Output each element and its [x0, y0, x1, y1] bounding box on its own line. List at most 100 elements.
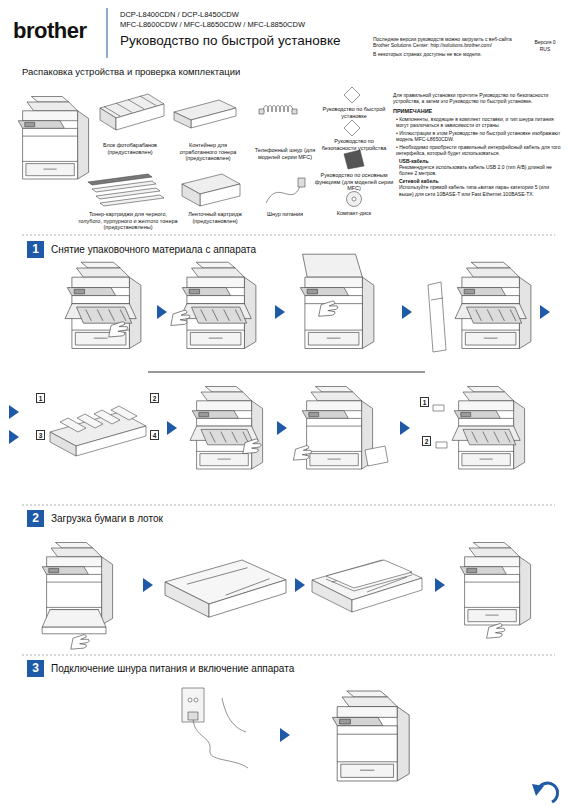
- document-feeder-tray: [473, 543, 510, 549]
- toner-cartridge: [221, 432, 227, 443]
- document-feeder-tray: [196, 262, 235, 268]
- display: [464, 289, 474, 294]
- hand: [293, 446, 311, 461]
- power-outlet-illustration: [182, 688, 248, 768]
- drum-slot: [140, 96, 156, 106]
- printer-illustration: [300, 254, 374, 348]
- item-label: Блок фотобарабанов (предустановлен): [95, 142, 165, 155]
- step-arrow: [9, 430, 19, 444]
- cord-plug: [259, 109, 264, 114]
- step-arrow: [275, 305, 285, 319]
- row-separator: [148, 372, 425, 373]
- document-feeder: [311, 392, 362, 401]
- model-list: MFC-L8600CDW / MFC-L8650CDW / MFC-L8850C…: [120, 20, 370, 29]
- paper-edge: [354, 575, 412, 591]
- printer-illustration: [42, 543, 112, 650]
- seam: [23, 161, 78, 162]
- seam: [465, 607, 520, 608]
- toner-cartridge: [235, 309, 241, 321]
- paper-tray: [465, 332, 516, 345]
- cord-plug: [298, 178, 305, 187]
- printer-illustration: [332, 691, 409, 781]
- scanner: [465, 557, 520, 567]
- step-arrow: [400, 421, 410, 435]
- paper-tray-illustration: [312, 560, 422, 612]
- step-heading: Загрузка бумаги в лоток: [51, 513, 163, 525]
- document-feeder: [201, 392, 252, 401]
- printer-illustration: [460, 543, 530, 639]
- seam: [465, 582, 520, 583]
- control-panel: [332, 717, 382, 725]
- paper-tray: [190, 332, 241, 345]
- seam: [187, 330, 245, 331]
- sheet: [428, 282, 446, 352]
- step-arrow: [143, 578, 153, 592]
- item-label: Контейнер для отработанного тонера (пред…: [170, 142, 246, 162]
- language-code: RUS: [523, 46, 567, 52]
- display: [309, 412, 319, 416]
- document-feeder: [342, 697, 397, 707]
- toner-cartridge: [510, 309, 516, 321]
- drum-unit: [463, 429, 516, 444]
- socket: [188, 698, 192, 702]
- step-arrow: [435, 578, 445, 592]
- step-arrow: [540, 305, 550, 319]
- scanner: [459, 401, 514, 411]
- display: [461, 412, 471, 416]
- item-label: Руководство по быстрой установке: [318, 106, 390, 119]
- drum-unit: [77, 307, 132, 323]
- section-rule: [22, 505, 555, 506]
- scanner: [47, 557, 102, 567]
- display: [467, 568, 477, 572]
- printer-illustration: [455, 262, 531, 348]
- wall-plate: [182, 688, 204, 722]
- display: [199, 412, 209, 416]
- display: [74, 289, 84, 294]
- packing-pieces: [433, 405, 447, 448]
- tray-handle: [360, 770, 374, 771]
- printer-illustration: [65, 262, 141, 348]
- printer-illustration: [190, 387, 263, 470]
- tray-handle: [484, 338, 498, 339]
- control-panel: [300, 288, 348, 296]
- note-heading: ПРИМЕЧАНИЕ: [393, 108, 563, 115]
- belt-unit-illustration: [182, 174, 240, 206]
- scanner: [23, 111, 78, 121]
- box-side: [174, 112, 191, 128]
- display: [340, 719, 351, 724]
- item-label: Руководство по безопасности устройства: [318, 138, 390, 151]
- document-feeder: [51, 548, 102, 557]
- printer-body: [465, 574, 520, 625]
- paper-guide: [187, 568, 248, 585]
- step-arrow: [295, 578, 305, 592]
- tray-handle: [44, 169, 57, 170]
- hand: [319, 301, 338, 316]
- control-panel: [67, 288, 115, 296]
- paper-tray: [462, 454, 510, 466]
- item-label: Руководство по основным функциям (для мо…: [314, 172, 394, 192]
- tray-handle: [327, 338, 341, 339]
- display: [307, 289, 317, 294]
- seam: [337, 761, 397, 762]
- removed-sheet: [365, 446, 388, 466]
- cord: [266, 186, 300, 203]
- document-feeder-tray: [205, 387, 242, 393]
- seam: [307, 451, 362, 452]
- tray-handle: [486, 615, 499, 616]
- hand: [487, 624, 505, 639]
- document-feeder: [469, 548, 520, 557]
- model-list: DCP-L8400CDN / DCP-L8450CDW: [120, 10, 370, 19]
- disc-hole: [352, 197, 356, 201]
- step-arrow: [9, 405, 19, 419]
- paper-tray: [308, 332, 359, 345]
- phone-cord-illustration: [259, 106, 297, 114]
- toner-cartridge: [494, 432, 500, 443]
- scanner: [187, 277, 245, 287]
- display: [25, 122, 35, 126]
- seam: [307, 426, 362, 427]
- step-arrow: [402, 305, 412, 319]
- scanner: [305, 277, 363, 287]
- cable-note: Рекомендуется использовать кабель USB 2.…: [393, 164, 563, 177]
- power-cord: [222, 698, 246, 732]
- back-icon: [532, 783, 558, 802]
